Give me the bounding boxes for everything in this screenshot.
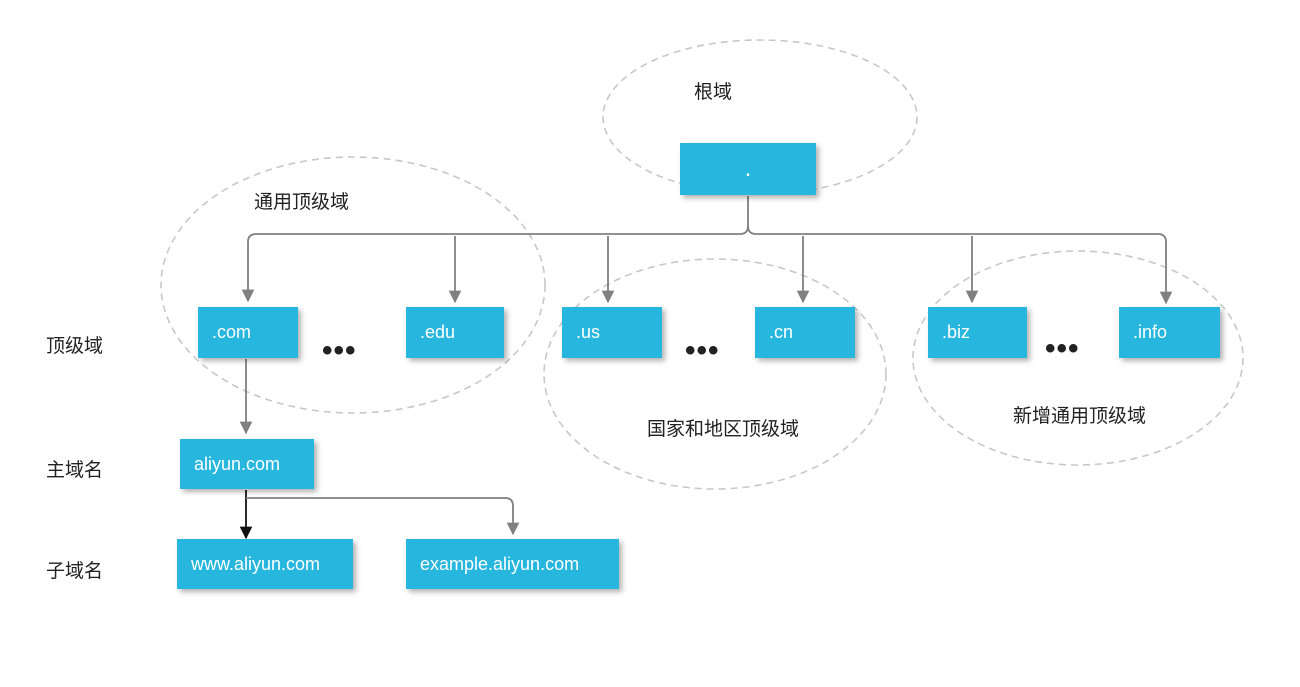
country-tld-ellipsis: ••• [685,334,720,367]
root-zone-label: 根域 [694,81,733,103]
aliyun-to-example-connector [246,497,520,536]
root-zone-ellipse [602,39,918,195]
generic-tld-zone-ellipse [160,156,546,414]
subdomain-node-www[interactable]: www.aliyun.com [177,539,353,589]
generic-tld-zone-label: 通用顶级域 [254,191,350,213]
new-generic-tld-zone-label: 新增通用顶级域 [1013,405,1147,427]
tld-node-info[interactable]: .info [1119,307,1220,358]
primary-domain-level-label: 主域名 [46,459,104,481]
country-tld-zone-ellipse [543,258,887,490]
top-level-label: 顶级域 [46,335,104,357]
new-generic-tld-ellipsis: ••• [1045,332,1080,365]
country-tld-zone-label: 国家和地区顶级域 [647,418,800,440]
generic-tld-ellipsis: ••• [322,334,357,367]
root-node[interactable]: . [680,143,816,195]
subdomain-level-label: 子域名 [46,560,104,582]
tld-node-cn[interactable]: .cn [755,307,855,358]
root-connector-right [747,225,1173,305]
tld-node-us[interactable]: .us [562,307,662,358]
tld-node-edu[interactable]: .edu [406,307,504,358]
tld-node-com[interactable]: .com [198,307,298,358]
primary-domain-node[interactable]: aliyun.com [180,439,314,489]
tld-node-biz[interactable]: .biz [928,307,1027,358]
subdomain-node-example[interactable]: example.aliyun.com [406,539,619,589]
new-generic-tld-zone-ellipse [912,250,1244,466]
